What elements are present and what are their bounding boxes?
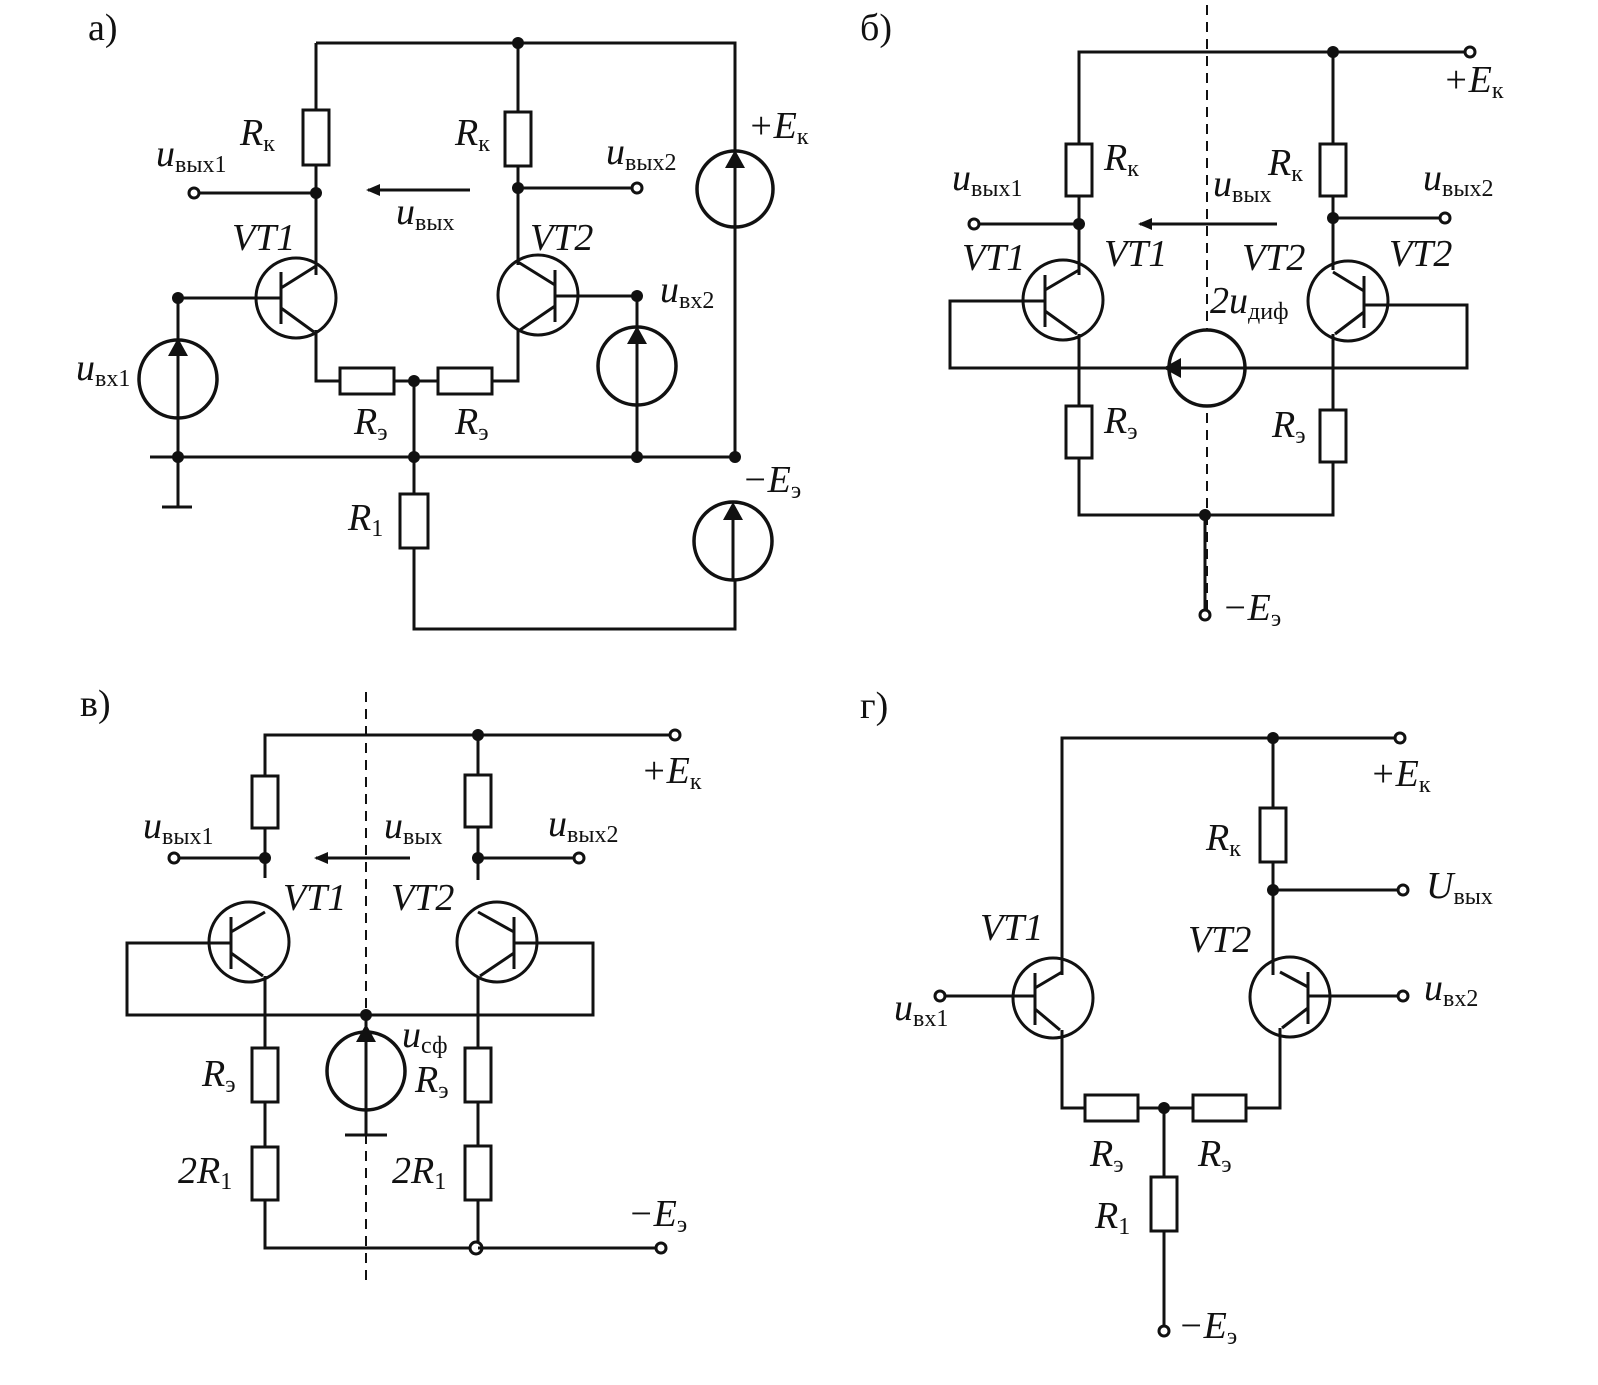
label-uout: Uвых (1426, 865, 1493, 910)
panel-a-tag: а) (88, 7, 118, 49)
label-ek: +Eк (1370, 753, 1431, 798)
label-uin2: uвх2 (1424, 967, 1478, 1012)
resistor-rk-right (1318, 142, 1348, 198)
label-rk-left: Rк (1103, 137, 1139, 182)
label-uout2: uвых2 (1423, 157, 1493, 202)
source-2udif (1163, 328, 1247, 408)
label-r1: R1 (347, 497, 383, 542)
panel-d: г) +Eк Rк Uвых VT1 VT2 uвх2 (860, 685, 1493, 1350)
label-uout: uвых (396, 191, 454, 236)
label-2r1-left: 2R1 (178, 1150, 232, 1195)
label-re-right: Rэ (1271, 404, 1306, 449)
resistor-rc-right (463, 773, 493, 829)
source-usf (325, 1024, 407, 1112)
label-vt2-a: VT2 (1242, 237, 1305, 279)
resistor-re-left (250, 1046, 280, 1104)
label-vt2: VT2 (1188, 919, 1251, 961)
resistor-rk-right (503, 110, 533, 168)
label-ek: +Eк (748, 105, 809, 150)
panel-c: в) (80, 683, 702, 1283)
label-uout1: uвых1 (143, 805, 213, 850)
panel-a: а) (76, 7, 809, 631)
label-uout: uвых (1213, 163, 1271, 208)
label-uout2: uвых2 (606, 131, 676, 176)
label-vt1: VT1 (232, 217, 295, 259)
source-uin2 (596, 325, 678, 407)
resistor-r1 (1149, 1175, 1179, 1233)
label-uin1: uвх1 (894, 987, 948, 1032)
label-r1: R1 (1094, 1195, 1130, 1240)
resistor-re-right (436, 366, 494, 396)
resistor-re-right (1191, 1093, 1248, 1123)
label-re-left: Rэ (1089, 1133, 1124, 1178)
label-rk-left: Rк (239, 112, 275, 157)
label-re-right: Rэ (414, 1059, 449, 1104)
label-vt1-a: VT1 (962, 237, 1025, 279)
label-uout: uвых (384, 805, 442, 850)
label-uout1: uвых1 (156, 133, 226, 178)
resistor-re-right (1318, 408, 1348, 464)
label-rk: Rк (1205, 817, 1241, 862)
resistor-rc-left (250, 774, 280, 830)
label-ee: −Eэ (1222, 587, 1281, 632)
label-2r1-right: 2R1 (392, 1150, 446, 1195)
resistor-r1 (398, 492, 430, 550)
panel-b-tag: б) (860, 7, 892, 49)
resistor-re-left (338, 366, 396, 396)
label-ek: +Eк (1443, 59, 1504, 104)
label-usf: uсф (402, 1014, 448, 1059)
transistor-vt1 (1011, 956, 1095, 1040)
resistor-rk-left (1064, 142, 1094, 198)
label-vt1-b: VT1 (1104, 233, 1167, 275)
label-vt2-b: VT2 (1389, 233, 1452, 275)
label-uin1: uвх1 (76, 347, 130, 392)
source-ek (695, 149, 775, 229)
label-2udif: 2uдиф (1210, 280, 1289, 325)
label-uout1: uвых1 (952, 157, 1022, 202)
panel-c-tag: в) (80, 683, 111, 725)
label-vt2: VT2 (391, 877, 454, 919)
label-vt1: VT1 (980, 907, 1043, 949)
label-re-right: Rэ (454, 401, 489, 446)
resistor-rk-left (301, 108, 331, 167)
label-ee: −Eэ (1178, 1305, 1237, 1350)
label-re-left: Rэ (201, 1053, 236, 1098)
resistor-re-left (1083, 1093, 1140, 1123)
label-uout2: uвых2 (548, 803, 618, 848)
panel-d-tag: г) (860, 685, 888, 727)
label-re-left: Rэ (353, 401, 388, 446)
source-ee (692, 500, 774, 582)
label-ek: +Eк (641, 750, 702, 795)
resistor-rk (1258, 806, 1288, 864)
resistor-2r1-right (463, 1144, 493, 1202)
label-re-left: Rэ (1103, 400, 1138, 445)
label-ee: −Eэ (628, 1193, 687, 1238)
resistor-re-left (1064, 404, 1094, 460)
source-uin1 (137, 338, 219, 420)
resistor-2r1-left (250, 1145, 280, 1202)
label-ee: −Eэ (742, 459, 801, 504)
label-uin2: uвх2 (660, 269, 714, 314)
label-rk-right: Rк (1267, 142, 1303, 187)
label-re-right: Rэ (1197, 1133, 1232, 1178)
label-vt1: VT1 (283, 877, 346, 919)
panel-b: б) (860, 5, 1504, 632)
transistor-vt2 (1306, 259, 1390, 343)
label-rk-right: Rк (454, 112, 490, 157)
resistor-re-right (463, 1046, 493, 1104)
label-vt2: VT2 (530, 217, 593, 259)
